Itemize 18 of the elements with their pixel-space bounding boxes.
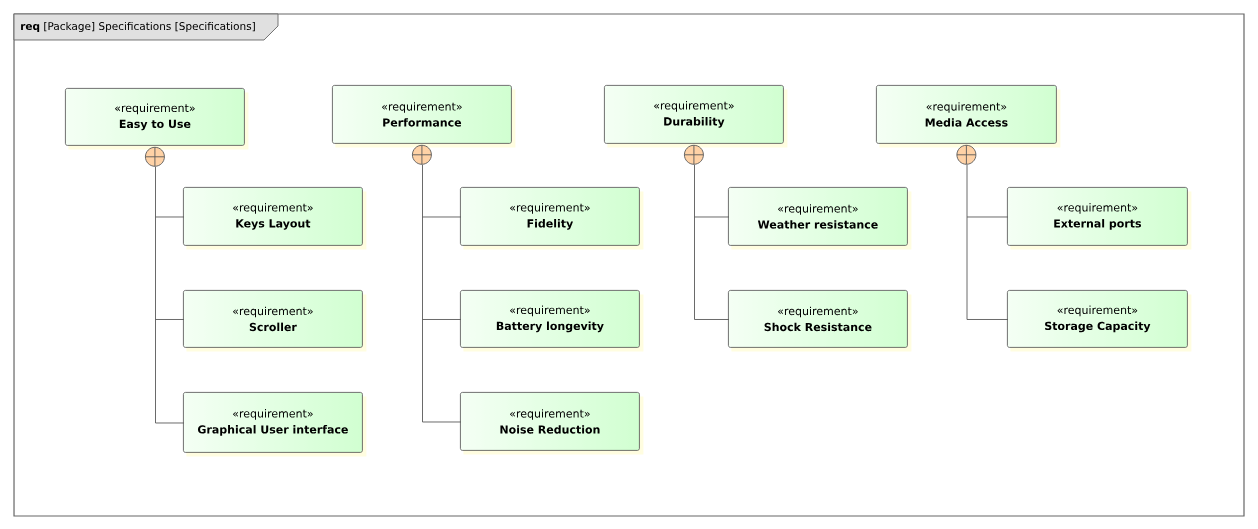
requirement-box: «requirement» Graphical User interface xyxy=(183,392,367,457)
containment-connector xyxy=(411,144,462,423)
requirement-box: «requirement» Weather resistance xyxy=(728,187,912,250)
containment-connector xyxy=(144,146,185,424)
requirement-box: «requirement» Media Access xyxy=(876,85,1061,148)
requirement-box: «requirement» Easy to Use xyxy=(65,88,249,150)
requirement-box: «requirement» Shock Resistance xyxy=(728,290,912,352)
requirement-box: «requirement» Noise Reduction xyxy=(460,392,644,455)
requirement-box: «requirement» Scroller xyxy=(183,290,367,352)
requirement-box: «requirement» Keys Layout xyxy=(183,187,367,250)
containment-connector xyxy=(683,144,730,320)
requirement-box: «requirement» Storage Capacity xyxy=(1007,290,1192,352)
requirement-box: «requirement» Durability xyxy=(604,85,788,148)
containment-connector xyxy=(956,144,1009,320)
requirement-box: «requirement» External ports xyxy=(1007,187,1192,250)
requirement-box: «requirement» Battery longevity xyxy=(460,290,644,352)
requirement-box: «requirement» Performance xyxy=(332,85,516,148)
requirement-box: «requirement» Fidelity xyxy=(460,187,644,250)
